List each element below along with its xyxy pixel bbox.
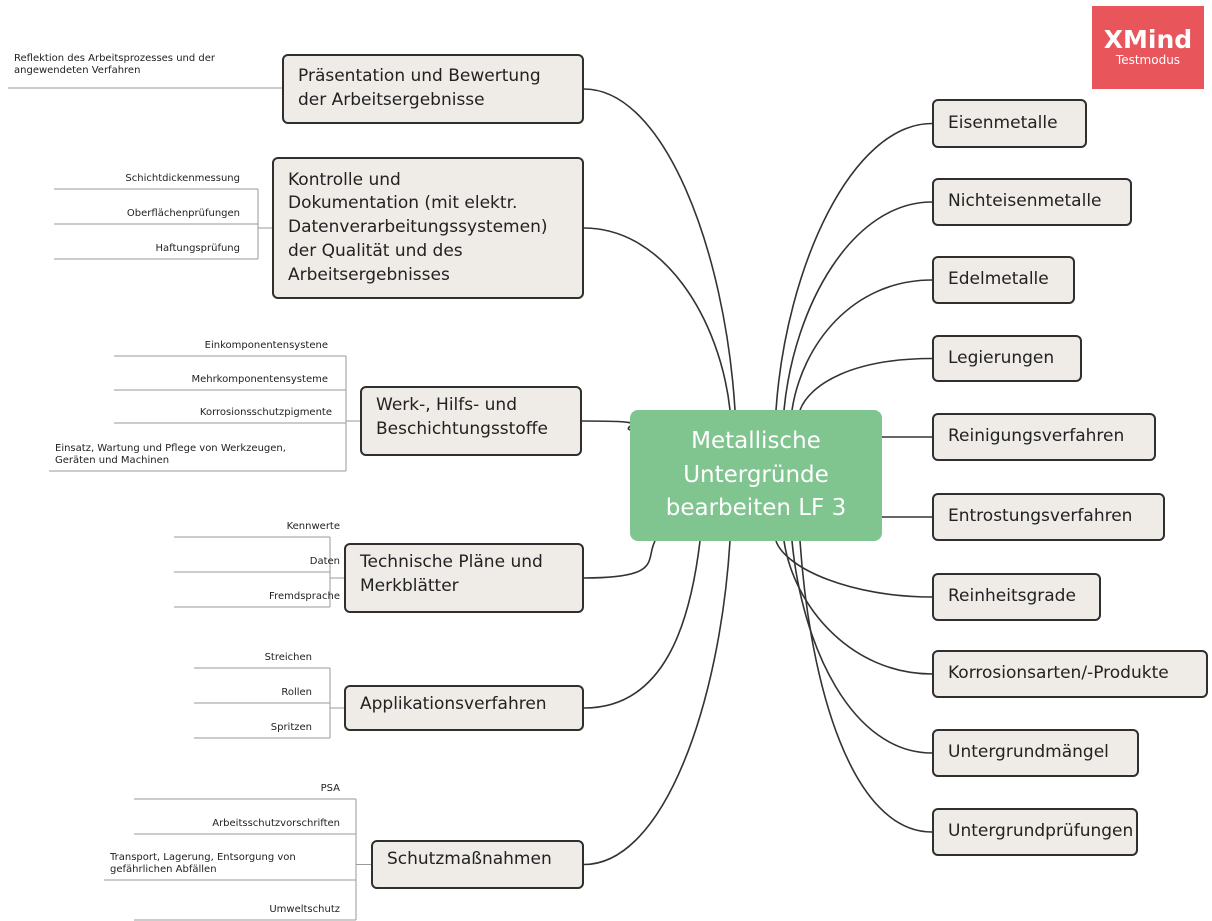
left-topic[interactable]: Kontrolle und Dokumentation (mit elektr.…	[272, 157, 584, 299]
right-topic[interactable]: Nichteisenmetalle	[932, 178, 1132, 226]
subtopic[interactable]: Kennwerte	[286, 521, 340, 532]
right-connector	[791, 540, 933, 754]
subtopic[interactable]: Mehrkomponentensysteme	[191, 374, 328, 385]
left-connector	[583, 540, 731, 866]
xmind-watermark-badge: XMind Testmodus	[1092, 6, 1204, 89]
right-connector	[791, 279, 933, 411]
right-topic[interactable]: Korrosionsarten/-Produkte	[932, 650, 1208, 698]
left-topic[interactable]: Applikationsverfahren	[344, 685, 584, 731]
right-topic[interactable]: Eisenmetalle	[932, 99, 1087, 148]
right-topic[interactable]: Untergrundmängel	[932, 729, 1139, 777]
subtopic[interactable]: Einkomponentensystene	[204, 340, 328, 351]
watermark-mode: Testmodus	[1115, 53, 1181, 68]
subtopic[interactable]: Fremdsprache	[269, 591, 340, 602]
right-topic[interactable]: Untergrundprüfungen	[932, 808, 1138, 856]
subtopic[interactable]: Streichen	[264, 652, 312, 663]
left-connector	[583, 227, 731, 411]
left-topic[interactable]: Schutzmaßnahmen	[371, 840, 584, 889]
left-connector	[583, 88, 736, 411]
watermark-brand: XMind	[1103, 24, 1193, 54]
right-topic[interactable]: Edelmetalle	[932, 256, 1075, 304]
subtopic[interactable]: Schichtdickenmessung	[125, 173, 240, 184]
right-topic[interactable]: Reinigungsverfahren	[932, 413, 1156, 461]
left-connector	[583, 540, 656, 579]
right-connector	[783, 201, 933, 411]
left-topic[interactable]: Technische Pläne und Merkblätter	[344, 543, 584, 613]
right-connector	[775, 122, 933, 411]
subtopic[interactable]: Arbeitsschutzvorschriften	[212, 818, 340, 829]
right-connector	[799, 540, 933, 833]
right-topic[interactable]: Entrostungsverfahren	[932, 493, 1165, 541]
left-topic[interactable]: Werk-, Hilfs- und Beschichtungsstoffe	[360, 386, 582, 456]
subtopic[interactable]: Daten	[309, 556, 340, 567]
subtopic[interactable]: Oberflächenprüfungen	[126, 208, 240, 219]
right-topic[interactable]: Reinheitsgrade	[932, 573, 1101, 621]
subtopic[interactable]: Rollen	[281, 687, 312, 698]
right-connector	[775, 540, 933, 598]
subtopic[interactable]: Einsatz, Wartung und Pflege von Werkzeug…	[55, 443, 286, 466]
subtopic[interactable]: Korrosionsschutzpigmente	[199, 407, 332, 418]
right-connector	[799, 357, 933, 411]
subtopic[interactable]: Reflektion des Arbeitsprozesses und der …	[14, 53, 216, 76]
left-connector	[583, 540, 701, 709]
central-topic[interactable]: Metallische Untergründe bearbeiten LF 3	[630, 410, 882, 541]
subtopic[interactable]: Umweltschutz	[269, 904, 340, 915]
right-connector	[783, 540, 933, 675]
subtopic[interactable]: Transport, Lagerung, Entsorgung von gefä…	[110, 852, 296, 875]
subtopic[interactable]: Haftungsprüfung	[155, 243, 241, 254]
left-connector	[581, 420, 634, 431]
subtopic[interactable]: PSA	[320, 783, 340, 794]
right-topic[interactable]: Legierungen	[932, 335, 1082, 382]
subtopic[interactable]: Spritzen	[270, 722, 312, 733]
left-topic[interactable]: Präsentation und Bewertung der Arbeitser…	[282, 54, 584, 124]
